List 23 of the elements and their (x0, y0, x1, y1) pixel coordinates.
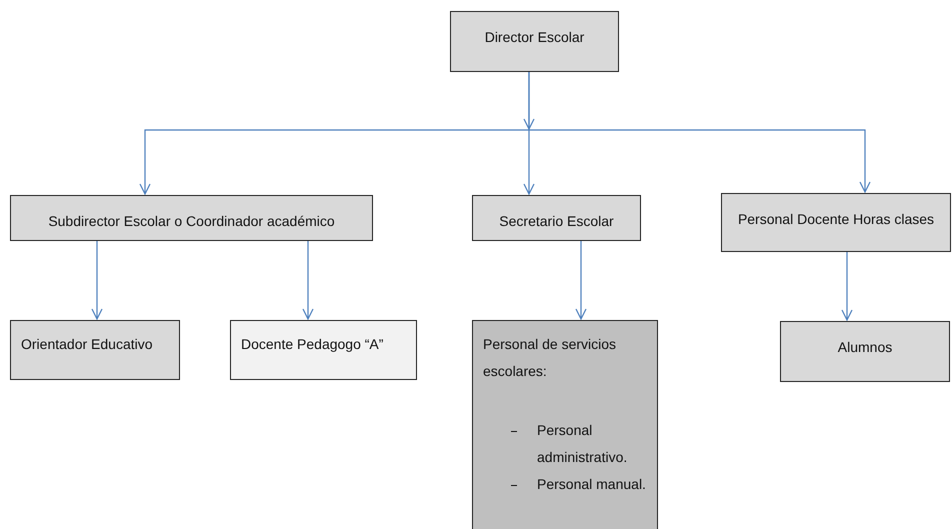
role-title: Subdirector Escolar o Coordinador académico (47, 213, 336, 229)
role-title: Orientador Educativo (21, 335, 154, 354)
arrow (575, 241, 587, 320)
org-box (230, 320, 417, 380)
arrow (91, 241, 103, 320)
role-title: Docente Pedagogo “A” (241, 335, 384, 354)
role-title: Personal Docente Horas clases (736, 211, 936, 227)
role-title: Personal de servicios escolares: (483, 335, 618, 381)
list-item: Personal manual. (537, 474, 647, 494)
role-title: Secretario Escolar (498, 213, 615, 229)
arrow (302, 241, 314, 320)
org-box (10, 320, 180, 380)
org-box (780, 321, 950, 382)
list-item: Personal administrativo. (537, 420, 628, 466)
arrow (528, 72, 871, 193)
arrow (841, 252, 853, 321)
org-box (472, 195, 641, 241)
role-title: Alumnos (836, 339, 894, 355)
org-box (472, 320, 658, 529)
org-box (450, 11, 619, 72)
role-title: Director Escolar (484, 29, 586, 45)
org-box (10, 195, 373, 241)
org-box (721, 193, 951, 252)
